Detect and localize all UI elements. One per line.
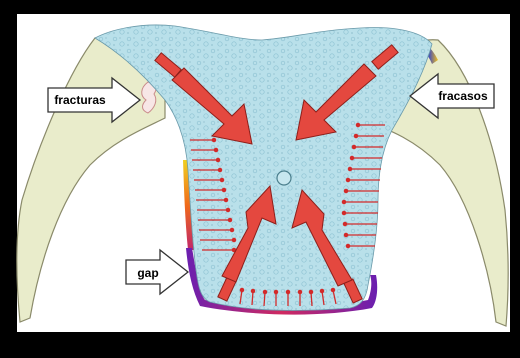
fracasos-label: fracasos — [438, 89, 488, 103]
gap-label: gap — [137, 266, 158, 280]
fracturas-label: fracturas — [54, 93, 106, 107]
center-marker — [277, 171, 291, 185]
